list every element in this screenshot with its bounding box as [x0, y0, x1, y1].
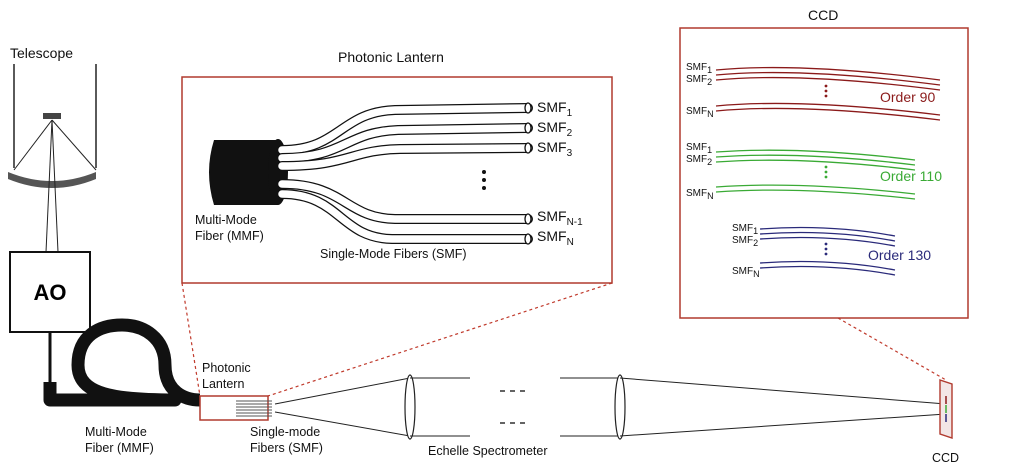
spectrometer-label: Echelle Spectrometer	[428, 444, 548, 458]
order-90-group	[715, 66, 941, 121]
echelle-spectrometer: Echelle Spectrometer	[274, 374, 947, 458]
lantern-mmf-label-line1: Multi-Mode	[195, 213, 257, 227]
lantern-small-label-line2: Lantern	[202, 377, 244, 391]
ray	[45, 119, 53, 253]
lantern-smf-label-1: SMF1	[537, 99, 573, 119]
telescope-label: Telescope	[10, 45, 73, 61]
leader-ccd	[837, 317, 947, 381]
order-130-smf-label-1: SMF1	[732, 223, 758, 236]
ccd-inset-title: CCD	[808, 7, 838, 23]
leader-lantern-right	[267, 282, 613, 397]
order-130-smf-label-n: SMFN	[732, 266, 760, 279]
lantern-inset-title: Photonic Lantern	[338, 49, 444, 65]
mmf-label-line2: Fiber (MMF)	[85, 441, 154, 455]
ray	[51, 119, 59, 253]
photonic-lantern-inset: Photonic Lantern	[181, 49, 613, 284]
order-90-dots	[824, 84, 828, 98]
ccd-small: CCD	[932, 379, 959, 465]
order-110-group	[715, 149, 916, 200]
order-110-smf-label-n: SMFN	[686, 188, 714, 201]
ccd-inset: CCD SMF1 SMF2 SMFN Order 90 SMF1 SM	[679, 7, 969, 319]
ccd-inset-frame	[679, 27, 969, 319]
ray	[13, 119, 53, 171]
photonic-lantern-small: Photonic Lantern Single-mode Fibers (SMF…	[199, 361, 323, 455]
order-110-label: Order 110	[880, 168, 942, 184]
leader-lines	[181, 282, 947, 397]
primary-mirror	[8, 172, 96, 188]
smf-label-line2: Fibers (SMF)	[250, 441, 323, 455]
smf-tubes	[277, 103, 533, 244]
mmf-cable	[43, 318, 201, 407]
order-90-label: Order 90	[880, 89, 935, 105]
order-110-smf-label-2: SMF2	[686, 154, 712, 167]
lantern-small-fibers	[236, 400, 272, 417]
order-130-group	[759, 226, 896, 276]
ray	[51, 119, 97, 171]
beam-line	[619, 413, 947, 437]
ao-box-frame	[9, 251, 91, 333]
telescope: Telescope	[8, 45, 97, 253]
beam-line	[274, 411, 411, 437]
leader-lantern-left	[181, 282, 201, 397]
lantern-smf-label-2: SMF2	[537, 119, 573, 139]
order-90-smf-label-2: SMF2	[686, 74, 712, 87]
order-130-dots	[824, 242, 828, 256]
lantern-smf-label-3: SMF3	[537, 139, 573, 159]
lantern-smf-caption: Single-Mode Fibers (SMF)	[320, 247, 467, 261]
smf-end-faces	[524, 102, 532, 245]
lantern-mmf-label-line2: Fiber (MMF)	[195, 229, 264, 243]
lantern-smf-label-n-1: SMFN-1	[537, 208, 583, 228]
lantern-small-label-line1: Photonic	[202, 361, 251, 375]
order-130-smf-label-2: SMF2	[732, 235, 758, 248]
multi-mode-fiber: Multi-Mode Fiber (MMF)	[43, 318, 201, 455]
ellipsis-dashes	[500, 390, 525, 424]
order-130-label: Order 130	[868, 247, 931, 263]
lantern-small-box	[199, 395, 269, 421]
ccd-small-label: CCD	[932, 451, 959, 465]
smf-ellipsis	[482, 170, 486, 190]
ao-box: AO	[9, 251, 91, 384]
lens-1	[404, 374, 416, 440]
order-110-smf-label-1: SMF1	[686, 142, 712, 155]
ao-label: AO	[34, 280, 67, 305]
mmf-label-line1: Multi-Mode	[85, 425, 147, 439]
beam-line	[619, 377, 947, 405]
order-90-smf-label-1: SMF1	[686, 62, 712, 75]
lantern-smf-label-n: SMFN	[537, 228, 574, 248]
beam-line	[274, 377, 411, 405]
order-90-smf-label-n: SMFN	[686, 106, 714, 119]
lens-2	[614, 374, 626, 440]
mmf-cylinder	[209, 140, 278, 205]
secondary-mirror	[43, 113, 61, 119]
smf-label-line1: Single-mode	[250, 425, 320, 439]
order-110-dots	[824, 165, 828, 179]
